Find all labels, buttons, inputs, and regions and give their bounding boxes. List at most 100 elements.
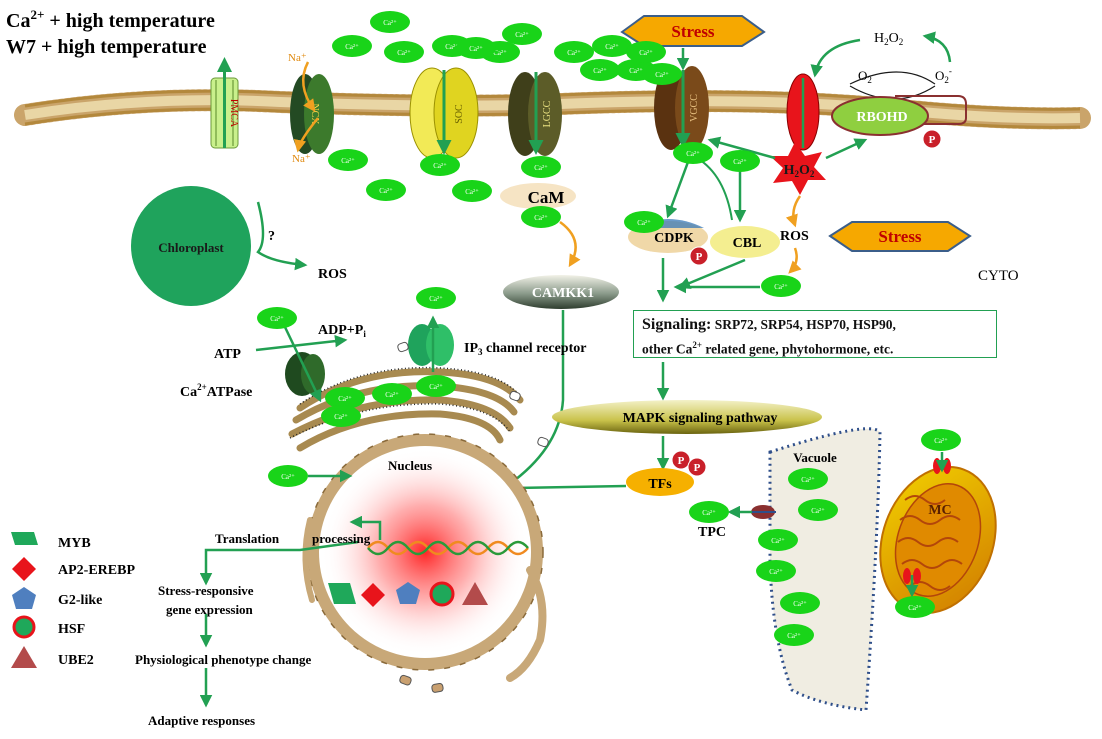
calcium-ion: Ca²⁺ xyxy=(521,206,561,228)
soc-label: SOC xyxy=(454,104,465,124)
ros-left-label: ROS xyxy=(318,267,347,282)
calcium-ion-label: Ca²⁺ xyxy=(637,219,651,227)
vgcc-label: VGCC xyxy=(689,94,700,122)
svg-text:HSF: HSF xyxy=(58,622,85,637)
calcium-ion-label: Ca²⁺ xyxy=(908,604,922,612)
nucleus-label: Nucleus xyxy=(388,458,432,473)
calcium-ion-label: Ca²⁺ xyxy=(493,49,507,57)
rbohd-enzyme: RBOHD xyxy=(831,95,967,136)
processing-label: processing xyxy=(312,531,371,546)
calcium-ion-label: Ca²⁺ xyxy=(345,43,359,51)
h2o2-top: H2O2 xyxy=(874,31,903,47)
calcium-ion: Ca²⁺ xyxy=(325,387,365,409)
legend-item-myb: MYB xyxy=(11,532,91,551)
calcium-ion: Ca²⁺ xyxy=(642,63,682,85)
calcium-ion: Ca²⁺ xyxy=(921,429,961,451)
calcium-ion-label: Ca²⁺ xyxy=(655,71,669,79)
ca-atpase xyxy=(285,352,325,396)
tfs-node: TFs xyxy=(626,468,694,496)
calcium-ion-label: Ca²⁺ xyxy=(733,158,747,166)
calcium-ion-label: Ca²⁺ xyxy=(605,43,619,51)
legend-item-ap2: AP2-EREBP xyxy=(12,557,135,581)
mapk-pathway: MAPK signaling pathway xyxy=(552,400,822,434)
calcium-ion-label: Ca²⁺ xyxy=(445,43,459,51)
signaling-line-2: other Ca2+ related gene, phytohormone, e… xyxy=(642,340,894,357)
calcium-ion-label: Ca²⁺ xyxy=(771,537,785,545)
svg-text:H2O2: H2O2 xyxy=(784,163,815,179)
h2o2-star: H2O2 xyxy=(770,142,826,195)
o2-left: O2 xyxy=(858,68,872,85)
calcium-ion-label: Ca²⁺ xyxy=(593,67,607,75)
title-line-2: W7 + high temperature xyxy=(6,36,207,58)
ip3-label: IP3 channel receptor xyxy=(464,341,586,357)
calcium-ion: Ca²⁺ xyxy=(366,179,406,201)
svg-text:P: P xyxy=(694,462,701,474)
legend: MYB AP2-EREBP G2-like HSF UBE2 xyxy=(11,532,135,668)
calcium-ion: Ca²⁺ xyxy=(689,501,729,523)
rbohd-label: RBOHD xyxy=(856,110,907,125)
calcium-ion: Ca²⁺ xyxy=(384,41,424,63)
calcium-ion-label: Ca²⁺ xyxy=(534,164,548,172)
calcium-ion: Ca²⁺ xyxy=(268,465,308,487)
calcium-ion: Ca²⁺ xyxy=(624,211,664,233)
calcium-ion: Ca²⁺ xyxy=(761,275,801,297)
calcium-ion: Ca²⁺ xyxy=(416,287,456,309)
h2o2-channel xyxy=(786,73,820,151)
calcium-ion: Ca²⁺ xyxy=(502,23,542,45)
svg-text:UBE2: UBE2 xyxy=(58,653,94,668)
sodium-label-top: Na⁺ xyxy=(288,52,307,64)
calcium-ion: Ca²⁺ xyxy=(370,11,410,33)
stress-right-label: Stress xyxy=(878,227,922,246)
lgcc-label: LGCC xyxy=(542,100,553,127)
calcium-ion-label: Ca²⁺ xyxy=(469,45,483,53)
calcium-ion: Ca²⁺ xyxy=(788,468,828,490)
calcium-ion: Ca²⁺ xyxy=(456,37,496,59)
calcium-ion: Ca²⁺ xyxy=(521,156,561,178)
calcium-ion: Ca²⁺ xyxy=(321,405,361,427)
lgcc-channel: LGCC xyxy=(508,72,562,156)
ip3-receptor xyxy=(408,315,454,372)
svg-text:G2-like: G2-like xyxy=(58,593,102,608)
calcium-ion-label: Ca²⁺ xyxy=(702,509,716,517)
mc-label: MC xyxy=(928,503,951,518)
calcium-ion: Ca²⁺ xyxy=(452,180,492,202)
calcium-ion-label: Ca²⁺ xyxy=(429,295,443,303)
soc-channel: SOC xyxy=(409,67,479,159)
calcium-ion: Ca²⁺ xyxy=(592,35,632,57)
calcium-ion: Ca²⁺ xyxy=(756,560,796,582)
calcium-ion-label: Ca²⁺ xyxy=(379,187,393,195)
svg-text:TFs: TFs xyxy=(648,477,672,492)
calcium-ion: Ca²⁺ xyxy=(328,149,368,171)
svg-text:CAMKK1: CAMKK1 xyxy=(532,286,594,301)
chloroplast-label: Chloroplast xyxy=(158,240,224,255)
calcium-ion-label: Ca²⁺ xyxy=(787,632,801,640)
nucleus-tf-shapes xyxy=(328,581,488,607)
ca-atpase-label: Ca2+ATPase xyxy=(180,382,252,400)
svg-text:P: P xyxy=(696,251,703,263)
svg-text:CBL: CBL xyxy=(733,236,762,251)
phospho-tfs: P P xyxy=(671,450,707,477)
o2-right: O2- xyxy=(935,66,952,85)
signaling-head: Signaling: xyxy=(642,316,712,333)
signaling-line-1: SRP72, SRP54, HSP70, HSP90, xyxy=(711,317,896,332)
svg-text:P: P xyxy=(678,455,685,467)
title-line-1: Ca2+ + high temperature xyxy=(6,7,215,32)
calcium-ion: Ca²⁺ xyxy=(554,41,594,63)
calcium-ion-label: Ca²⁺ xyxy=(515,31,529,39)
svg-text:AP2-EREBP: AP2-EREBP xyxy=(58,563,135,578)
calcium-ion: Ca²⁺ xyxy=(774,624,814,646)
calcium-ion-label: Ca²⁺ xyxy=(270,315,284,323)
calcium-ion: Ca²⁺ xyxy=(332,35,372,57)
svg-text:CaM: CaM xyxy=(528,188,565,207)
calcium-ion-label: Ca²⁺ xyxy=(429,383,443,391)
vacuole-label: Vacuole xyxy=(793,450,837,465)
legend-item-g2: G2-like xyxy=(12,587,102,609)
calcium-ion-label: Ca²⁺ xyxy=(686,150,700,158)
calcium-ion-label: Ca²⁺ xyxy=(811,507,825,515)
cam-protein: CaM xyxy=(500,183,576,209)
phospho-cdpk: P xyxy=(689,246,709,266)
vesicles xyxy=(397,341,549,693)
svg-text:CDPK: CDPK xyxy=(654,231,694,246)
tpc-label: TPC xyxy=(698,525,726,540)
